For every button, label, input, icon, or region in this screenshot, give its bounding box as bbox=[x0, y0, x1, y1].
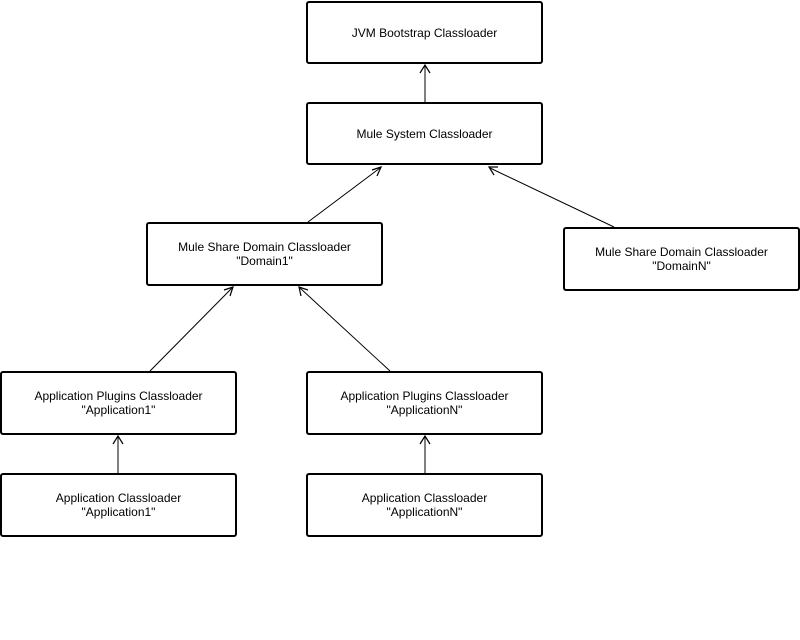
node-label: Application Plugins Classloader bbox=[340, 389, 509, 403]
node-mule-system-classloader: Mule System Classloader bbox=[306, 102, 543, 165]
node-label: Mule Share Domain Classloader bbox=[595, 245, 768, 259]
node-label: Mule System Classloader bbox=[356, 126, 493, 141]
arrowhead-system-left bbox=[371, 166, 383, 177]
node-plugins-applicationn-classloader: Application Plugins Classloader "Applica… bbox=[306, 371, 543, 435]
node-applicationn-classloader: Application Classloader "ApplicationN" bbox=[306, 473, 543, 537]
arrowhead-domain1-left bbox=[223, 286, 234, 297]
node-sublabel: "ApplicationN" bbox=[386, 403, 463, 417]
node-sublabel: "Application1" bbox=[81, 505, 156, 519]
node-label: Mule Share Domain Classloader bbox=[178, 240, 351, 254]
node-domain1-classloader: Mule Share Domain Classloader "Domain1" bbox=[146, 222, 383, 286]
edge-domainn-to-system bbox=[489, 167, 615, 228]
node-sublabel: "Domain1" bbox=[236, 254, 293, 268]
node-plugins-application1-classloader: Application Plugins Classloader "Applica… bbox=[0, 371, 237, 435]
arrowhead-domain1-right bbox=[298, 286, 309, 297]
node-application1-classloader: Application Classloader "Application1" bbox=[0, 473, 237, 537]
node-label: Application Plugins Classloader bbox=[34, 389, 203, 403]
node-sublabel: "Application1" bbox=[81, 403, 156, 417]
edge-pluginsn-to-domain1 bbox=[299, 287, 391, 372]
node-domainn-classloader: Mule Share Domain Classloader "DomainN" bbox=[563, 227, 800, 291]
node-sublabel: "ApplicationN" bbox=[386, 505, 463, 519]
node-sublabel: "DomainN" bbox=[652, 259, 711, 273]
node-label: Application Classloader bbox=[361, 491, 488, 505]
edge-plugins1-to-domain1 bbox=[149, 287, 233, 372]
node-label: JVM Bootstrap Classloader bbox=[351, 25, 498, 40]
arrowhead-plugins1 bbox=[112, 434, 124, 445]
node-jvm-bootstrap-classloader: JVM Bootstrap Classloader bbox=[306, 1, 543, 64]
arrowhead-pluginsn bbox=[419, 434, 431, 445]
arrowhead-system-right bbox=[487, 166, 498, 176]
edge-domain1-to-system bbox=[307, 167, 381, 223]
node-label: Application Classloader bbox=[55, 491, 182, 505]
arrowhead-jvm bbox=[419, 63, 431, 74]
